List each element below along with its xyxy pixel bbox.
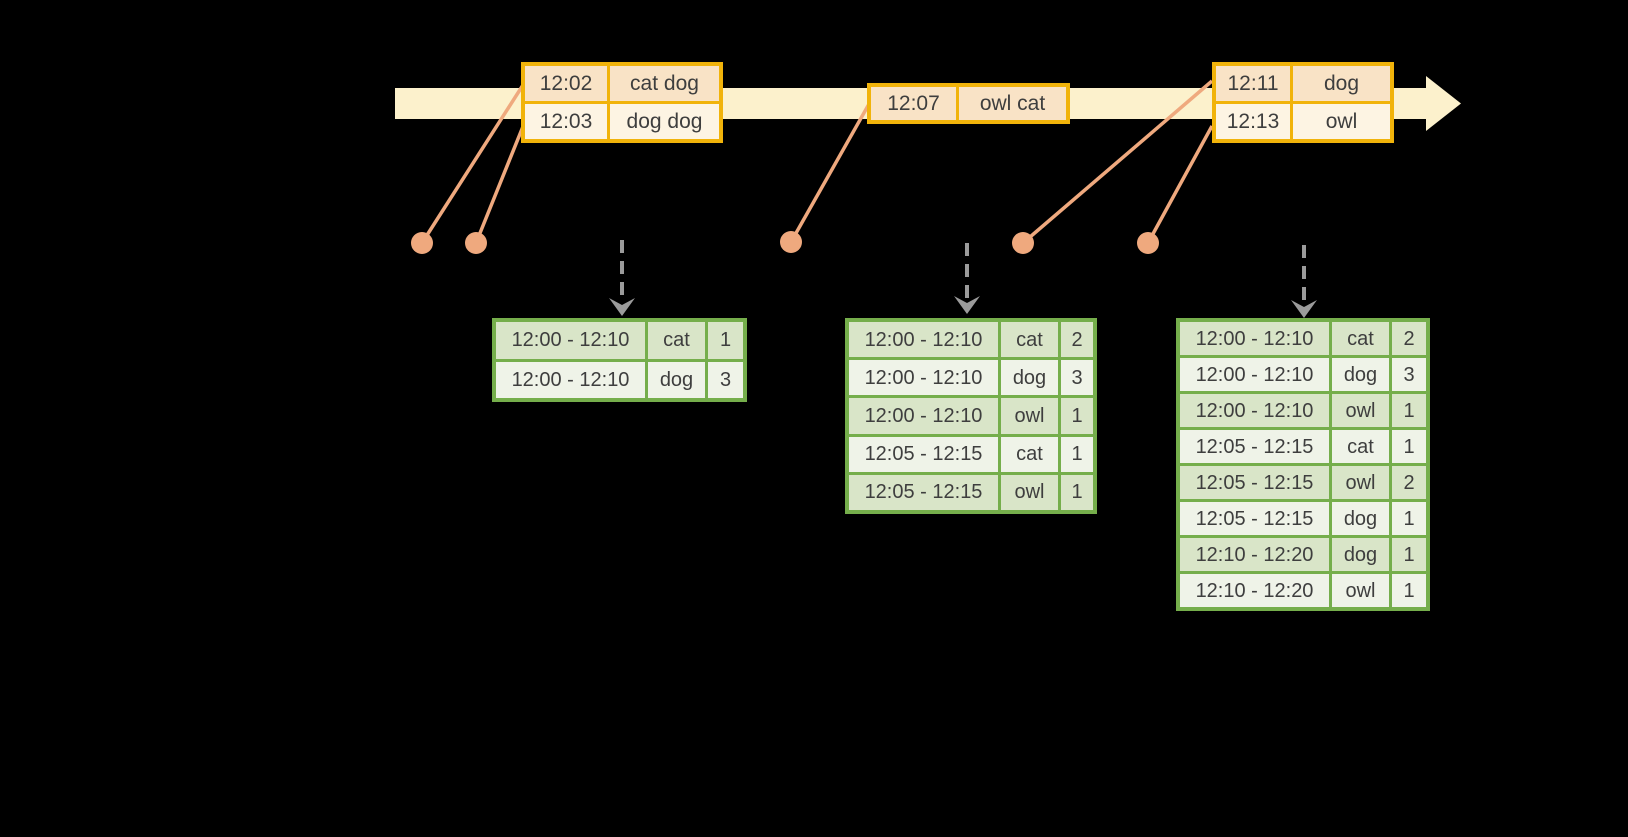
cell-word: dog bbox=[648, 361, 705, 398]
cell-count: 1 bbox=[1392, 430, 1426, 463]
cell-window: 12:00 - 12:10 bbox=[849, 398, 998, 434]
cell-count: 1 bbox=[1392, 394, 1426, 427]
cell-word: owl bbox=[1332, 466, 1389, 499]
event-connector-line bbox=[420, 84, 525, 244]
cell-time: 12:13 bbox=[1216, 104, 1290, 139]
cell-count: 1 bbox=[1392, 574, 1426, 607]
event-connectors bbox=[411, 79, 1214, 254]
cell-window: 12:00 - 12:10 bbox=[496, 322, 645, 359]
cell-time: 12:07 bbox=[871, 87, 956, 120]
event-connector-line bbox=[1146, 125, 1214, 244]
cell-window: 12:00 - 12:10 bbox=[496, 361, 645, 398]
cell-word: cat bbox=[1001, 436, 1058, 472]
cell-count: 1 bbox=[1392, 502, 1426, 535]
cell-count: 1 bbox=[708, 322, 743, 359]
cell-window: 12:05 - 12:15 bbox=[1180, 502, 1329, 535]
event-connector-line bbox=[474, 123, 526, 244]
cell-count: 1 bbox=[1061, 398, 1093, 434]
cell-count: 1 bbox=[1061, 474, 1093, 510]
cell-count: 1 bbox=[1392, 538, 1426, 571]
cell-words: dog dog bbox=[610, 104, 719, 139]
cell-count: 3 bbox=[708, 361, 743, 398]
cell-window: 12:10 - 12:20 bbox=[1180, 538, 1329, 571]
cell-word: cat bbox=[1332, 322, 1389, 355]
cell-word: dog bbox=[1332, 538, 1389, 571]
cell-count: 3 bbox=[1392, 358, 1426, 391]
cell-window: 12:10 - 12:20 bbox=[1180, 574, 1329, 607]
cell-count: 2 bbox=[1061, 322, 1093, 358]
cell-count: 1 bbox=[1061, 436, 1093, 472]
trigger-arrow bbox=[609, 240, 635, 316]
trigger-arrows bbox=[609, 240, 1317, 318]
cell-window: 12:05 - 12:15 bbox=[849, 436, 998, 472]
cell-time: 12:11 bbox=[1216, 66, 1290, 101]
cell-word: cat bbox=[1332, 430, 1389, 463]
cell-window: 12:00 - 12:10 bbox=[1180, 394, 1329, 427]
cell-time: 12:03 bbox=[525, 104, 607, 139]
cell-words: dog bbox=[1293, 66, 1390, 101]
cell-time: 12:02 bbox=[525, 66, 607, 101]
event-dot bbox=[1137, 232, 1159, 254]
cell-word: owl bbox=[1001, 474, 1058, 510]
cell-words: owl cat bbox=[959, 87, 1066, 120]
cell-window: 12:05 - 12:15 bbox=[1180, 466, 1329, 499]
cell-window: 12:00 - 12:10 bbox=[849, 322, 998, 358]
cell-word: owl bbox=[1332, 394, 1389, 427]
event-dot bbox=[780, 231, 802, 253]
cell-word: dog bbox=[1332, 502, 1389, 535]
event-dot bbox=[411, 232, 433, 254]
trigger-arrow-head bbox=[1291, 300, 1317, 318]
event-connector-line bbox=[1021, 79, 1214, 245]
cell-words: owl bbox=[1293, 104, 1390, 139]
cell-window: 12:00 - 12:10 bbox=[849, 360, 998, 396]
cell-word: dog bbox=[1332, 358, 1389, 391]
trigger-arrow bbox=[954, 243, 980, 314]
cell-window: 12:00 - 12:10 bbox=[1180, 322, 1329, 355]
cell-count: 2 bbox=[1392, 466, 1426, 499]
cell-words: cat dog bbox=[610, 66, 719, 101]
event-dot bbox=[465, 232, 487, 254]
cell-window: 12:00 - 12:10 bbox=[1180, 358, 1329, 391]
event-dot bbox=[1012, 232, 1034, 254]
event-connector-line bbox=[789, 103, 871, 243]
cell-word: owl bbox=[1332, 574, 1389, 607]
trigger-arrow-head bbox=[954, 296, 980, 314]
cell-word: cat bbox=[648, 322, 705, 359]
cell-count: 3 bbox=[1061, 360, 1093, 396]
cell-window: 12:05 - 12:15 bbox=[1180, 430, 1329, 463]
trigger-arrow-head bbox=[609, 298, 635, 316]
cell-word: cat bbox=[1001, 322, 1058, 358]
cell-count: 2 bbox=[1392, 322, 1426, 355]
cell-word: owl bbox=[1001, 398, 1058, 434]
cell-window: 12:05 - 12:15 bbox=[849, 474, 998, 510]
cell-word: dog bbox=[1001, 360, 1058, 396]
timeline-arrowhead bbox=[1426, 76, 1461, 131]
trigger-arrow bbox=[1291, 245, 1317, 318]
